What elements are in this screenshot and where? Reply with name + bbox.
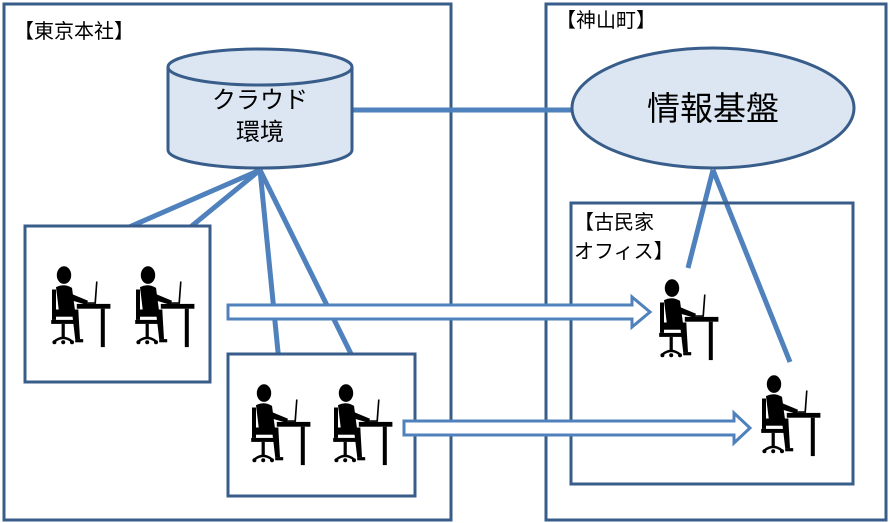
- cloud-link-worker-4: [257, 168, 363, 374]
- cloud-link-worker-3: [257, 169, 283, 373]
- tokyo-hq-frame: [2, 2, 453, 522]
- info-infra-label: 情報基盤: [647, 89, 779, 128]
- tokyo-hq-label: 【東京本社】: [14, 19, 134, 43]
- old-house-label-line2: オフィス】: [574, 239, 674, 263]
- cloud-label-line2: 環境: [236, 118, 284, 146]
- infra-link-worker-6: [710, 169, 793, 363]
- cloud-label-line1: クラウド: [212, 86, 308, 114]
- move-arrow-team-a: [226, 293, 653, 331]
- worker-icon: [657, 277, 720, 362]
- move-arrow-team-b: [402, 409, 753, 447]
- kamiyama-label: 【神山町】: [556, 8, 656, 32]
- infra-link-worker-5: [685, 169, 716, 269]
- old-house-office-frame: [569, 201, 855, 486]
- worker-icon: [759, 373, 822, 458]
- kamiyama-frame: [544, 2, 888, 522]
- info-infrastructure-node: 情報基盤: [570, 46, 856, 170]
- cloud-environment-node: クラウド 環境: [166, 47, 354, 170]
- old-house-label-line1: 【古民家: [574, 210, 654, 234]
